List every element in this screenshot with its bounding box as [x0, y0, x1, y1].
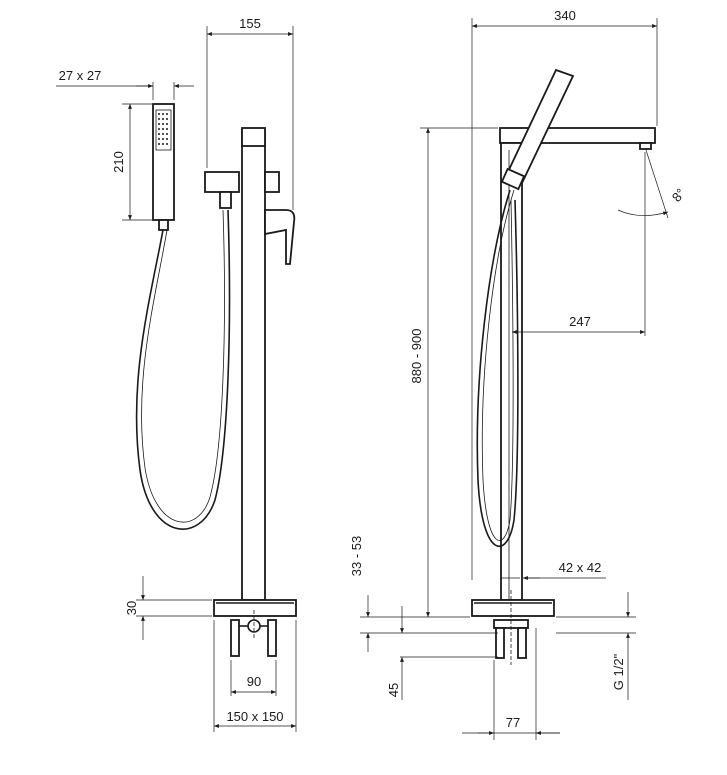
label-height: 880 - 900	[409, 329, 424, 384]
label-width-front: 340	[554, 8, 576, 23]
label-spout-reach: 247	[569, 314, 591, 329]
label-width-side: 155	[239, 16, 261, 31]
label-connection-spacing: 90	[247, 674, 261, 689]
column	[241, 129, 266, 601]
front-hose	[476, 189, 519, 547]
hose	[135, 209, 231, 530]
label-base-height: 30	[124, 601, 139, 615]
label-tilt-angle: 8°	[669, 186, 688, 205]
lever	[264, 209, 296, 265]
front-view	[471, 68, 656, 659]
front-hand-shower	[500, 68, 575, 191]
label-connection-depth: 45	[386, 683, 401, 697]
label-adjust-range: 33 - 53	[349, 536, 364, 576]
label-hand-shower-length: 210	[111, 151, 126, 173]
label-hand-shower-section: 27 x 27	[59, 68, 102, 83]
hand-shower	[152, 103, 175, 231]
label-base-size: 150 x 150	[226, 709, 283, 724]
side-view	[135, 103, 297, 657]
label-connection-width: 77	[506, 715, 520, 730]
front-base	[471, 599, 555, 617]
base	[213, 599, 297, 617]
label-thread: G 1/2"	[611, 653, 626, 690]
label-column-section: 42 x 42	[559, 560, 602, 575]
